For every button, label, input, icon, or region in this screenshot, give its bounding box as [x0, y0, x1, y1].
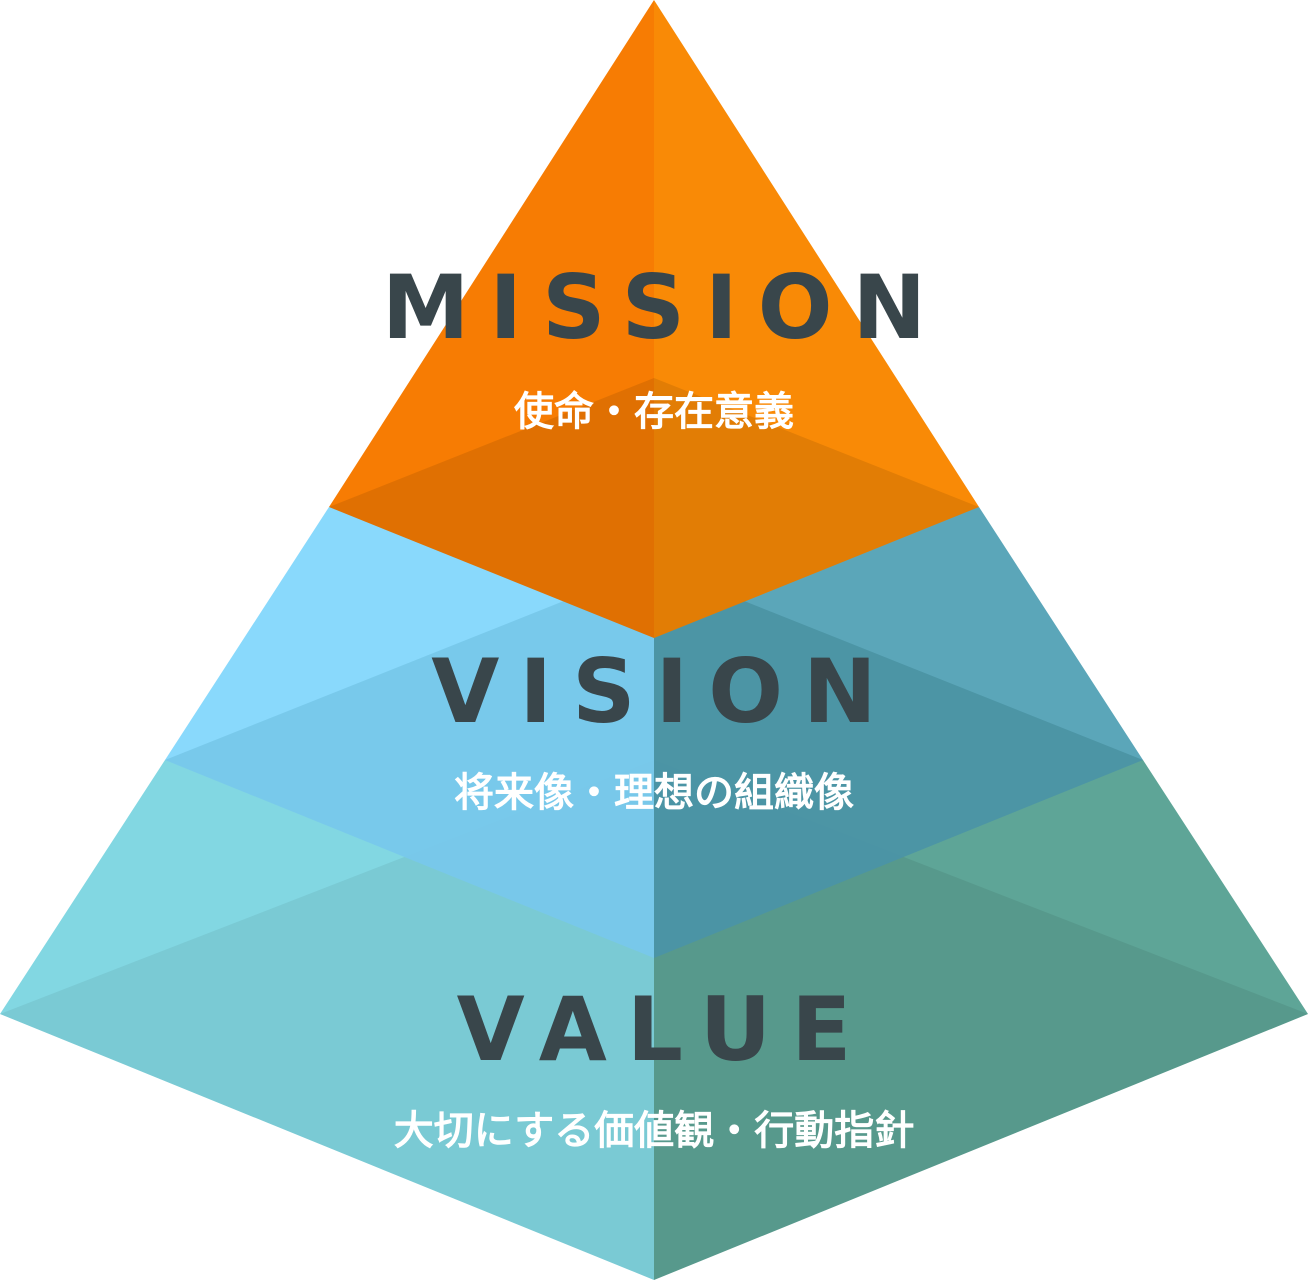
tier-vision-lower-band-left — [165, 565, 654, 958]
tier-mission-lower-band-right — [654, 378, 979, 638]
mission-title: MISSION — [382, 256, 946, 359]
tier-mission-right-face — [654, 0, 979, 638]
value-title: VALUE — [457, 978, 872, 1081]
vision-title: VISION — [431, 640, 896, 743]
vision-subtitle: 将来像・理想の組織像 — [454, 770, 854, 816]
tier-mission-lower-band-left — [329, 378, 654, 638]
tier-vision-lower-band-right — [654, 565, 1143, 958]
tier-mission-left-face — [329, 0, 654, 638]
mission-subtitle: 使命・存在意義 — [514, 389, 794, 435]
value-subtitle: 大切にする価値観・行動指針 — [394, 1108, 914, 1154]
tier-mission — [329, 0, 979, 638]
